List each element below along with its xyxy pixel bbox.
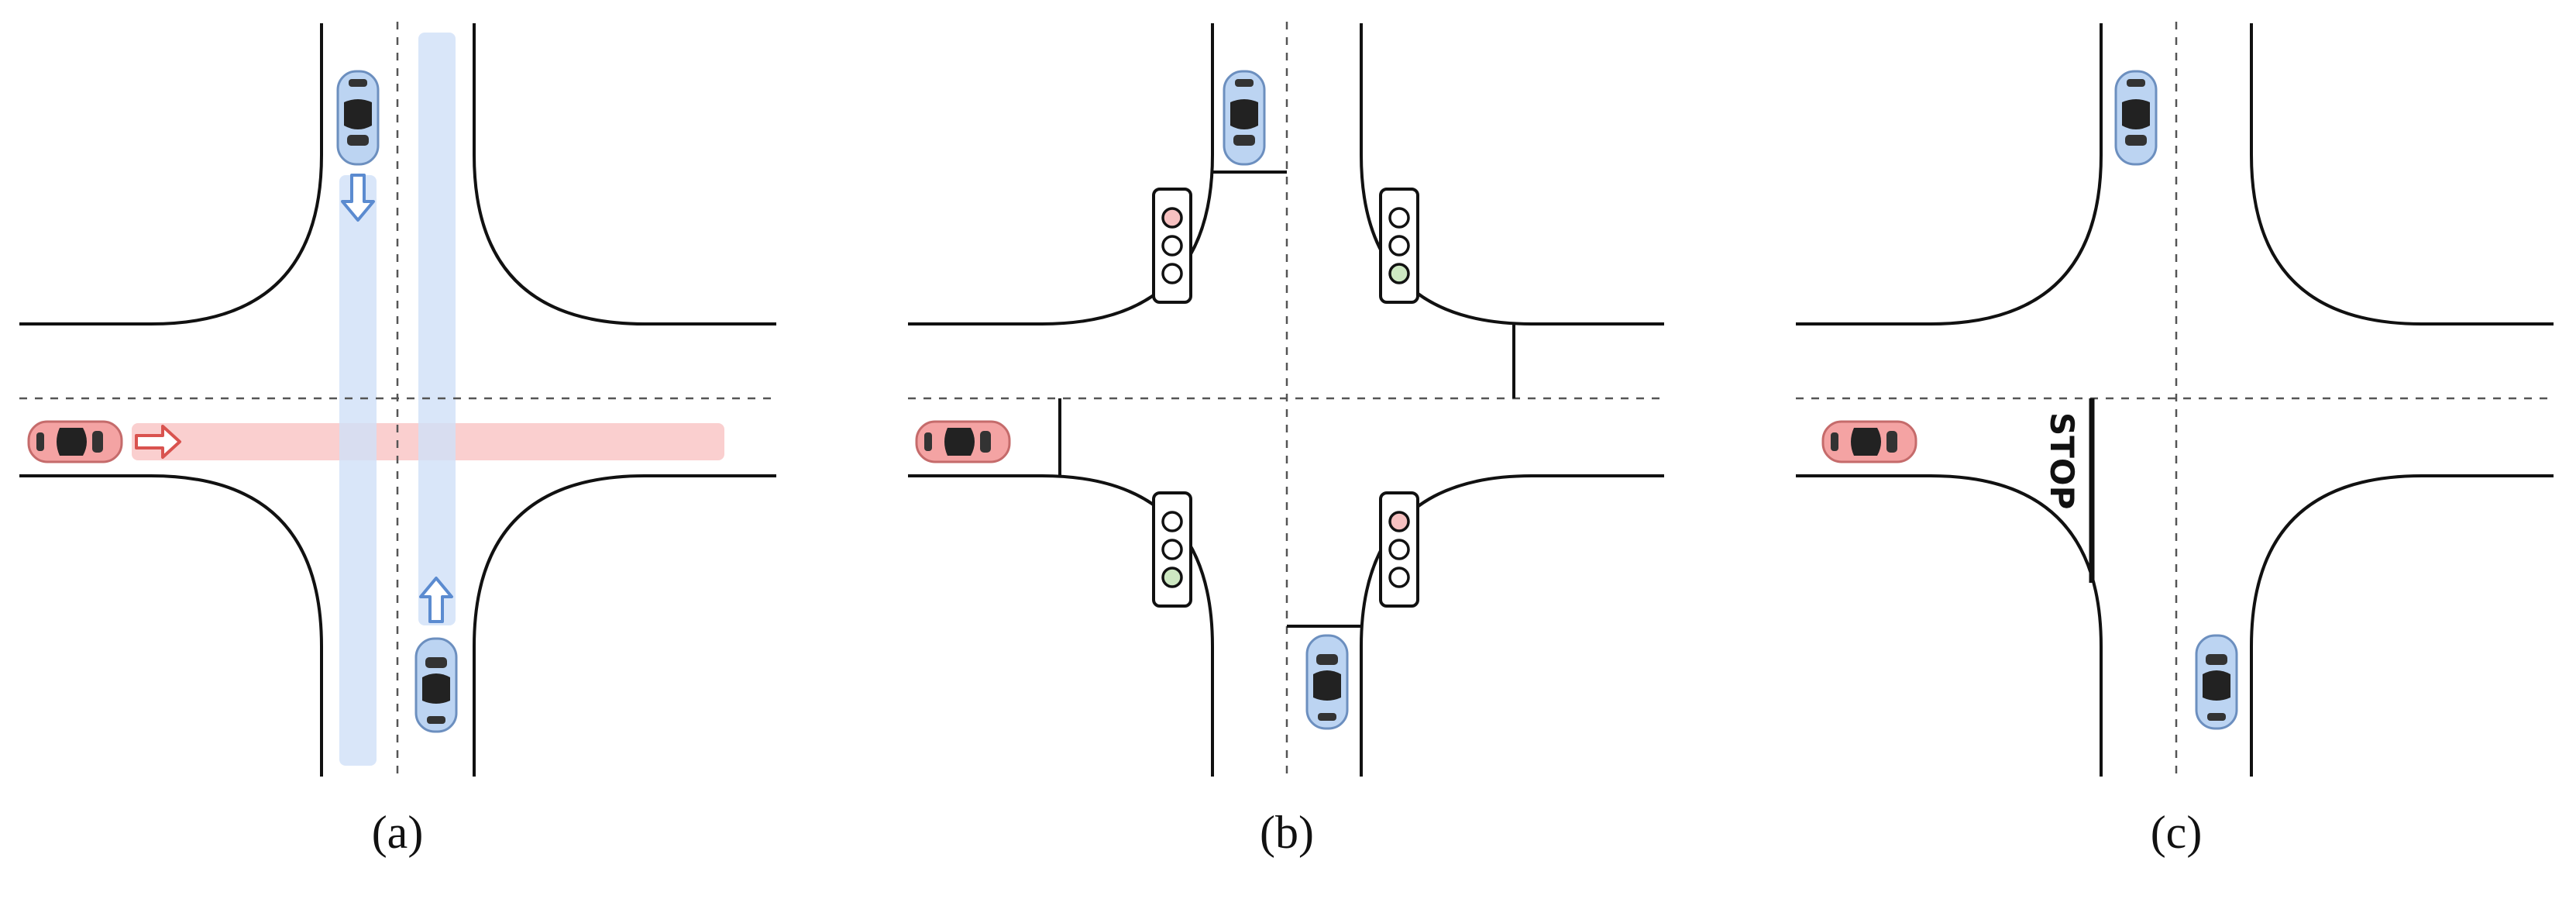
car-icon bbox=[2195, 634, 2238, 730]
ego-car-icon bbox=[915, 420, 1011, 463]
arrow-down-icon bbox=[341, 174, 375, 222]
arrow-right-icon bbox=[135, 425, 181, 459]
car-icon bbox=[414, 637, 458, 733]
other-path-highlight-southbound bbox=[339, 175, 377, 766]
panel-label-b: (b) bbox=[1260, 807, 1314, 858]
panel-a bbox=[19, 22, 776, 777]
traffic-light-icon bbox=[1379, 188, 1419, 304]
ego-car-icon bbox=[27, 420, 123, 463]
car-icon bbox=[1305, 634, 1349, 730]
other-path-highlight-northbound bbox=[418, 33, 456, 625]
ego-car-icon bbox=[1821, 420, 1917, 463]
panel-b bbox=[908, 22, 1664, 777]
road-curbs bbox=[19, 23, 776, 777]
panel-label-c: (c) bbox=[2150, 807, 2203, 858]
traffic-light-icon bbox=[1152, 491, 1192, 608]
panel-c: STOP bbox=[1796, 22, 2554, 777]
traffic-light-icon bbox=[1379, 491, 1419, 608]
car-icon bbox=[336, 70, 380, 166]
panel-label-a: (a) bbox=[371, 807, 424, 858]
road-curbs bbox=[1796, 23, 2554, 777]
stop-sign-text: STOP bbox=[2043, 412, 2081, 509]
traffic-light-icon bbox=[1152, 188, 1192, 304]
car-icon bbox=[2114, 70, 2158, 166]
arrow-up-icon bbox=[419, 577, 453, 623]
car-icon bbox=[1223, 70, 1266, 166]
